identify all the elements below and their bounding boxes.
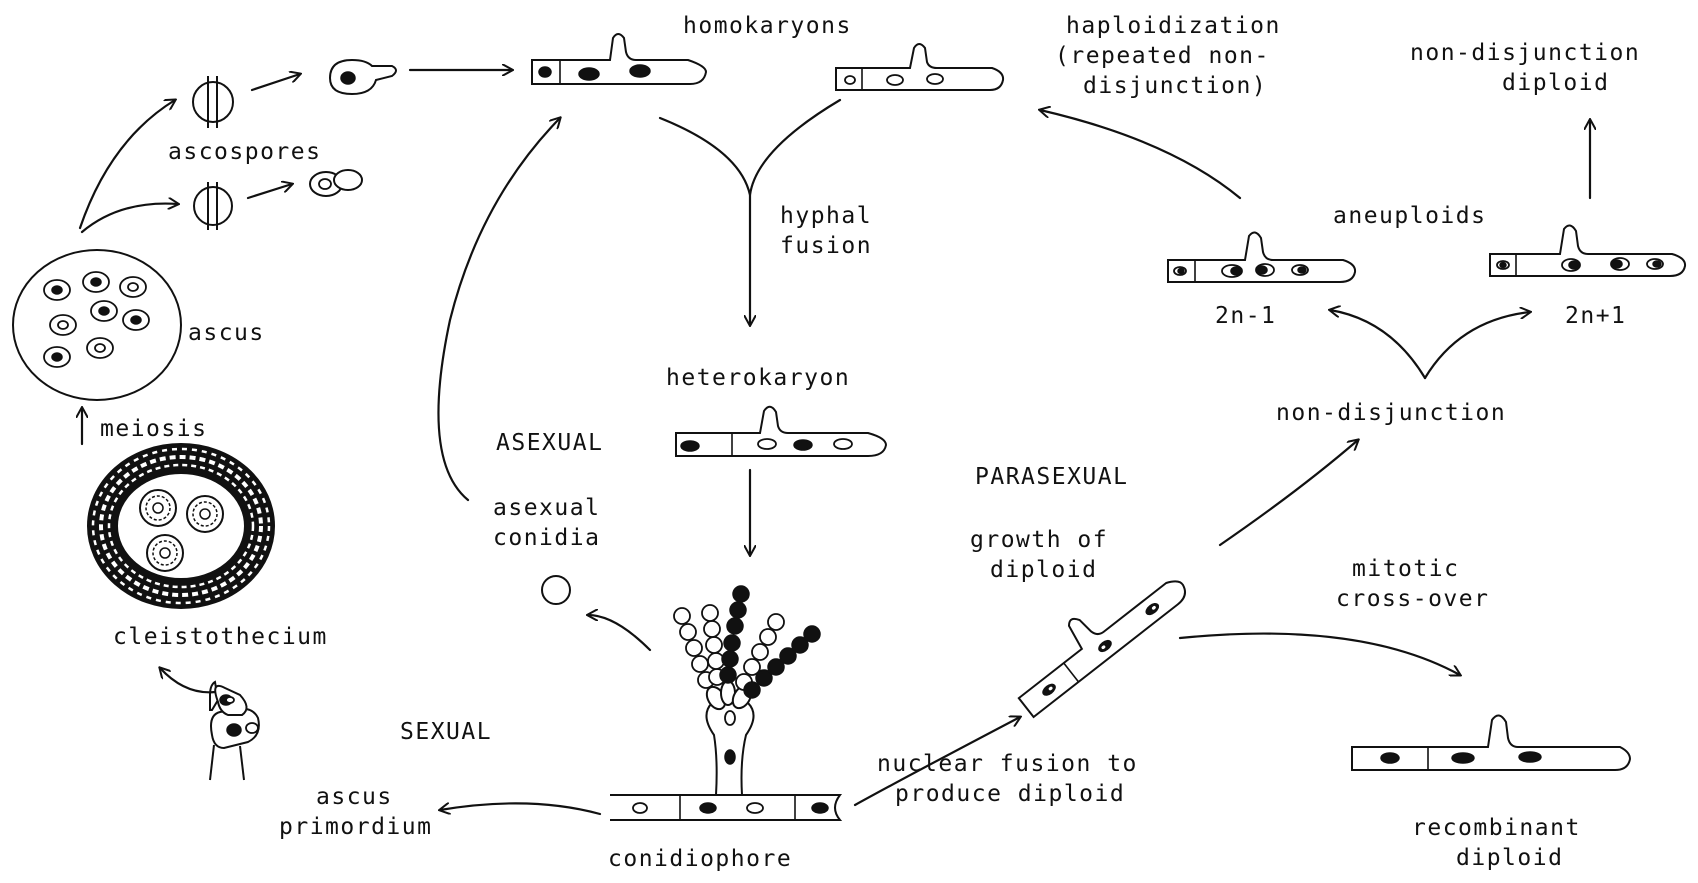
label-sexual: SEXUAL: [400, 719, 492, 745]
label-haploidization: haploidization: [1066, 13, 1281, 39]
arrow-to-cleistothecium: [160, 668, 215, 692]
arrow-to-free-conidium: [588, 615, 650, 650]
hypha-heterokaryon: [676, 407, 886, 456]
label-nondisjunction-diploid-2: diploid: [1502, 70, 1609, 96]
label-haploidization-3: disjunction): [1083, 73, 1267, 99]
free-conidium: [542, 576, 570, 604]
label-ascus-primordium: ascus: [316, 784, 393, 810]
arrow-ascospore-germinate-2: [248, 184, 292, 198]
label-asexual-conidia: asexual: [493, 495, 600, 521]
arrow-mitotic-crossover: [1180, 634, 1460, 675]
arrow-hyphal-fusion-merge: [660, 100, 840, 195]
conidiophore: [610, 586, 840, 820]
label-homokaryons: homokaryons: [683, 13, 852, 39]
label-mitotic-crossover: mitotic: [1352, 556, 1459, 582]
label-2n-plus-1: 2n+1: [1565, 303, 1626, 329]
label-growth-of-diploid: growth of: [970, 527, 1108, 553]
ascus: [13, 250, 181, 400]
arrow-to-ascus-primordium: [440, 803, 600, 814]
label-ascus: ascus: [188, 320, 265, 346]
label-nuclear-fusion-2: produce diploid: [895, 781, 1125, 807]
label-asexual-conidia-2: conidia: [493, 525, 600, 551]
label-ascospores: ascospores: [168, 139, 321, 165]
label-recombinant-diploid: recombinant: [1412, 815, 1581, 841]
label-ascus-primordium-2: primordium: [279, 814, 432, 840]
conidia-chains: [674, 586, 820, 698]
label-nondisjunction-diploid: non-disjunction: [1410, 40, 1640, 66]
label-aneuploids: aneuploids: [1333, 203, 1486, 229]
label-non-disjunction: non-disjunction: [1276, 400, 1506, 426]
label-mitotic-crossover-2: cross-over: [1336, 586, 1489, 612]
hypha-homokaryon-black: [532, 34, 706, 84]
label-hyphal-fusion-2: fusion: [780, 233, 872, 259]
label-growth-of-diploid-2: diploid: [990, 557, 1097, 583]
cleistothecium: [88, 444, 274, 608]
label-heterokaryon: heterokaryon: [666, 365, 850, 391]
label-haploidization-2: (repeated non-: [1055, 43, 1270, 69]
arrow-to-non-disjunction: [1220, 440, 1358, 545]
label-cleistothecium: cleistothecium: [113, 624, 328, 650]
label-conidiophore: conidiophore: [608, 846, 792, 872]
label-meiosis: meiosis: [100, 416, 207, 442]
hypha-recombinant-diploid: [1352, 715, 1630, 770]
arrow-ascus-to-ascospore-2: [82, 204, 178, 232]
hypha-aneuploid-2n-plus-1: [1490, 225, 1685, 276]
arrow-haploidization: [1040, 110, 1240, 198]
hypha-homokaryon-white: [836, 44, 1003, 90]
hypha-aneuploid-2n-minus-1: [1168, 232, 1355, 282]
arrow-to-2n-minus-1: [1330, 310, 1425, 378]
label-recombinant-diploid-2: diploid: [1456, 845, 1563, 871]
label-asexual: ASEXUAL: [496, 430, 603, 456]
label-hyphal-fusion: hyphal: [780, 203, 872, 229]
label-2n-minus-1: 2n-1: [1215, 303, 1276, 329]
ascus-primordium: [210, 682, 259, 780]
arrow-to-2n-plus-1: [1425, 312, 1530, 378]
arrow-ascospore-germinate-1: [252, 74, 300, 90]
label-parasexual: PARASEXUAL: [975, 464, 1128, 490]
